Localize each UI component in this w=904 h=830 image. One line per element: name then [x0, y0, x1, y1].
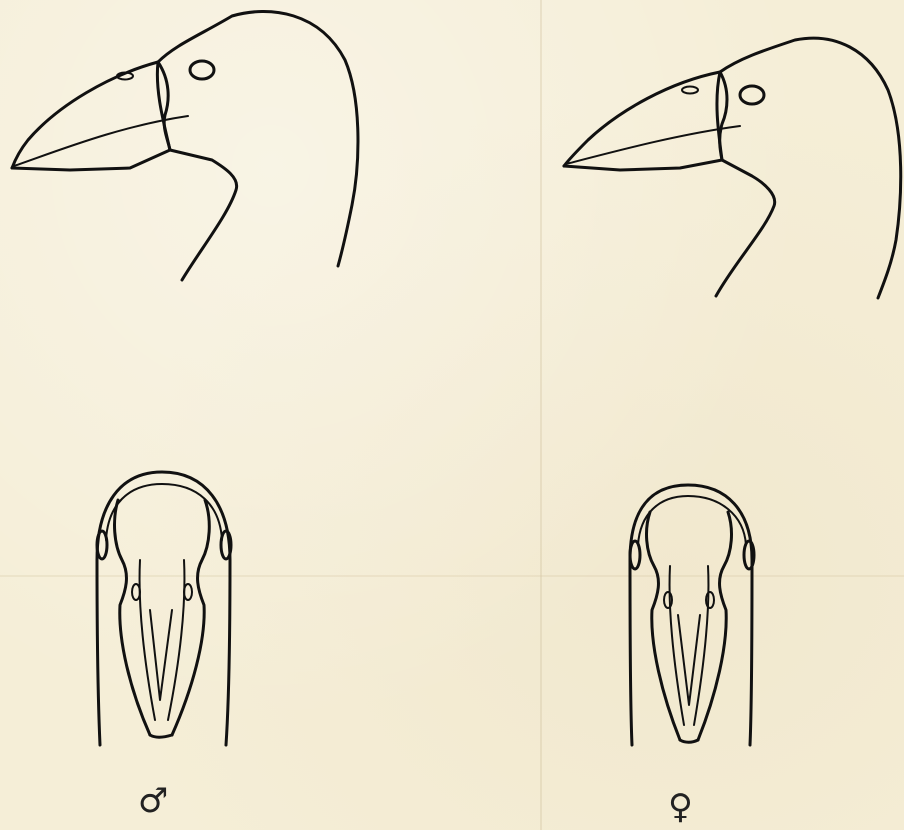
- male-top-outline: [97, 472, 230, 745]
- female-top-bill-right: [698, 512, 731, 740]
- female-bill-culmen: [564, 72, 720, 166]
- male-head-side-view: [12, 11, 358, 280]
- female-top-bill-center: [678, 615, 700, 705]
- female-bill-lower-edge: [564, 160, 722, 170]
- female-bill-base: [720, 72, 727, 160]
- male-top-bill-center: [150, 610, 172, 700]
- male-head-top-view: [97, 472, 231, 745]
- male-top-bill-ridge-right: [168, 560, 184, 720]
- male-eye: [190, 61, 214, 79]
- female-top-nostril-right: [706, 592, 714, 608]
- female-head-outline: [716, 38, 901, 298]
- female-eye: [740, 86, 764, 104]
- male-bill-lower-edge: [12, 150, 170, 170]
- female-nostril: [682, 87, 698, 94]
- female-head-top-view: [630, 485, 754, 745]
- male-gape-line: [14, 116, 188, 166]
- male-head-outline: [157, 11, 358, 280]
- male-bill-culmen: [12, 62, 158, 168]
- male-top-eye-right: [221, 531, 231, 559]
- female-symbol-label: ♀: [668, 790, 693, 824]
- female-top-bill-left: [647, 512, 680, 740]
- male-top-bill-tip: [150, 735, 172, 737]
- male-top-crown-inner: [106, 484, 222, 540]
- male-top-bill-left: [115, 500, 150, 735]
- male-symbol-label: ♂: [138, 784, 168, 818]
- female-top-bill-tip: [680, 740, 698, 742]
- female-top-eye-right: [744, 541, 754, 569]
- female-top-nostril-left: [664, 592, 672, 608]
- male-top-bill-right: [172, 500, 209, 735]
- male-top-eye-left: [97, 531, 107, 559]
- female-head-side-view: [564, 38, 901, 298]
- female-gape-line: [566, 126, 740, 164]
- female-top-eye-left: [630, 541, 640, 569]
